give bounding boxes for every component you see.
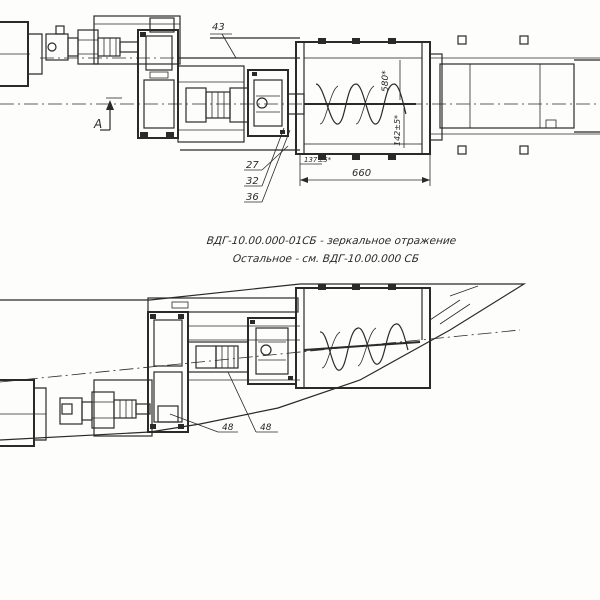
lower-bearing-housing	[247, 317, 297, 385]
lower-hatching	[429, 285, 479, 325]
callout-32-label: 32	[246, 176, 259, 187]
callout-stack: 27 32 36	[244, 127, 291, 203]
lower-gearbox	[147, 311, 189, 433]
note-line-2: Остальное - см. ВДГ-10.00.000 СБ	[232, 253, 419, 265]
lower-auger-housing	[295, 284, 431, 389]
dimension-137-label: 137±5*	[304, 156, 332, 164]
top-motor	[0, 21, 43, 87]
lower-callouts: 48 48	[169, 371, 278, 433]
callout-48a-label: 48	[222, 423, 234, 433]
dimension-660: 660	[299, 154, 431, 186]
callout-43-label: 43	[212, 22, 225, 33]
lower-auger-screw	[303, 323, 421, 371]
top-gearbox	[137, 17, 179, 139]
section-marker: A	[93, 97, 122, 131]
top-small-drive	[45, 25, 139, 65]
notes-block: ВДГ-10.00.000-01СБ - зеркальное отражени…	[206, 235, 457, 265]
lower-small-drive	[59, 379, 153, 437]
lower-motor	[0, 379, 47, 447]
dimension-580-label: 580*	[381, 70, 391, 92]
callout-27-label: 27	[246, 160, 259, 171]
lower-drive-shaft	[187, 341, 300, 381]
lower-upper-frame	[147, 297, 300, 341]
callout-48b-label: 48	[260, 423, 272, 433]
dimension-142-label: 142±5*	[393, 115, 402, 146]
dimension-vertical: 580* 142±5*	[381, 60, 405, 148]
callout-36-label: 36	[246, 192, 259, 203]
note-line-1: ВДГ-10.00.000-01СБ - зеркальное отражени…	[206, 235, 457, 247]
dimension-137: 137±5*	[300, 156, 332, 165]
top-auger-housing	[295, 38, 431, 160]
top-drive-shaft	[177, 65, 249, 143]
lower-centerline	[0, 329, 521, 383]
lower-assembly: 48 48	[0, 283, 527, 447]
section-marker-label: A	[93, 117, 102, 131]
dimension-660-label: 660	[352, 168, 371, 179]
callout-43: 43	[210, 22, 237, 59]
top-assembly: A 43 27 32 36 660	[0, 15, 600, 203]
lower-casing	[0, 283, 527, 441]
top-outlet	[429, 35, 600, 155]
